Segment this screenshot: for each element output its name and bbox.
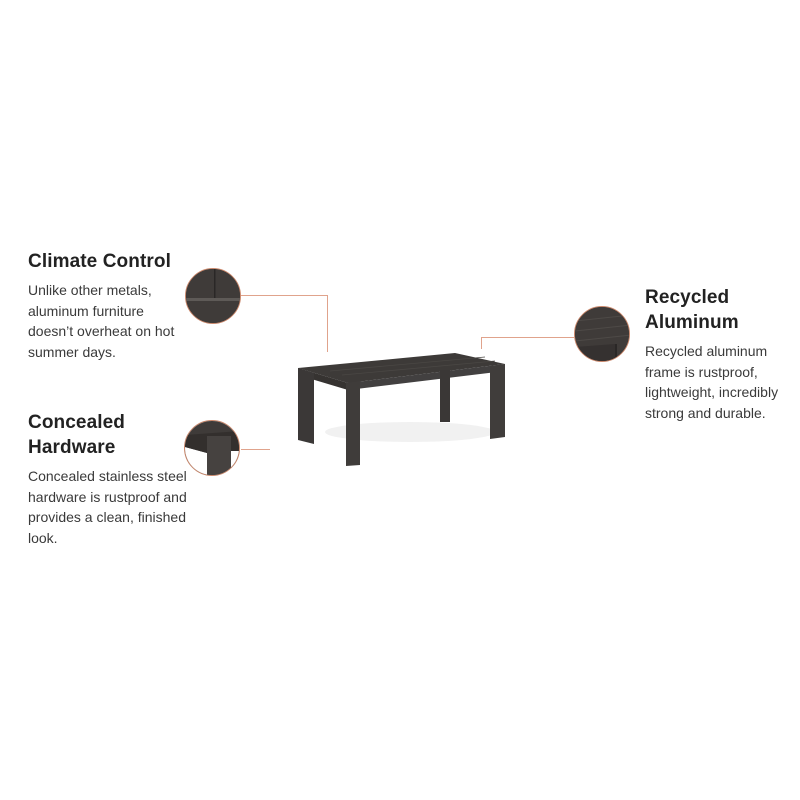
detail-circle-climate-icon — [185, 268, 241, 324]
feature-title: Climate Control — [28, 251, 171, 272]
callout-line-aluminum — [481, 337, 574, 338]
feature-climate-control: Climate Control Unlike other metals, alu… — [28, 249, 188, 362]
feature-title: Concealed Hardware — [28, 412, 125, 458]
feature-description: Unlike other metals, aluminum furniture … — [28, 282, 175, 360]
callout-line-climate-vertical — [327, 295, 328, 352]
callout-line-aluminum-vertical — [481, 337, 482, 349]
feature-description: Recycled aluminum frame is rustproof, li… — [645, 343, 779, 421]
callout-line-climate — [241, 295, 328, 296]
detail-circle-hardware-icon — [184, 420, 240, 476]
callout-line-hardware — [241, 449, 270, 450]
feature-description: Concealed stainless steel hardware is ru… — [28, 468, 187, 546]
table-product-image — [298, 353, 505, 466]
feature-recycled-aluminum: Recycled Aluminum Recycled aluminum fram… — [645, 285, 795, 423]
feature-concealed-hardware: Concealed Hardware Concealed stainless s… — [28, 410, 193, 548]
detail-circle-aluminum-icon — [574, 306, 630, 362]
feature-title: Recycled Aluminum — [645, 287, 739, 333]
